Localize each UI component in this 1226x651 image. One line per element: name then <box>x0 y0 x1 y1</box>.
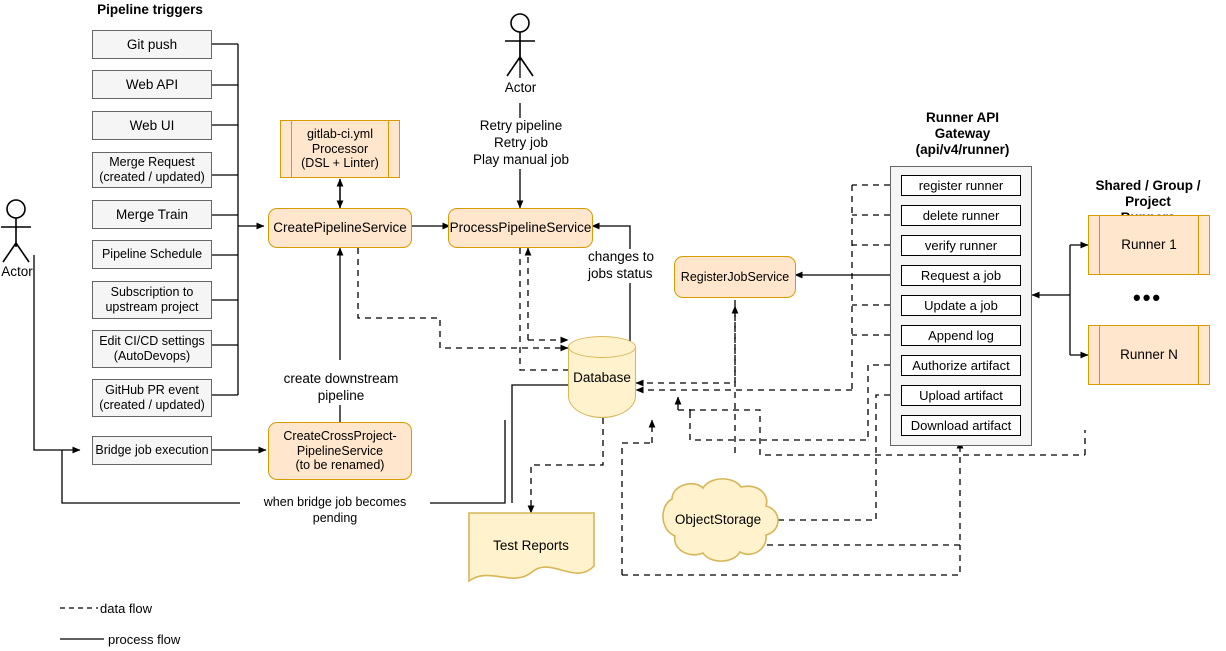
api-delete-runner[interactable]: delete runner <box>901 205 1021 226</box>
gitlab-ci-yml-processor[interactable]: gitlab-ci.yml Processor (DSL + Linter) <box>280 120 400 178</box>
process-pipeline-service[interactable]: ProcessPipelineService <box>448 208 593 248</box>
runners-ellipsis: ••• <box>1133 285 1163 310</box>
test-reports-label: Test Reports <box>493 538 569 553</box>
runner-1[interactable]: Runner 1 <box>1088 215 1210 275</box>
api-label: Authorize artifact <box>912 358 1010 373</box>
gateway-title: Runner API Gateway (api/v4/runner) <box>915 110 1010 158</box>
trigger-label: Edit CI/CD settings (AutoDevops) <box>99 334 205 363</box>
service-label: ProcessPipelineService <box>449 220 592 236</box>
trigger-merge-train[interactable]: Merge Train <box>92 200 212 229</box>
wire-registerjob-to-db <box>635 300 736 387</box>
create-cross-project-pipeline-service[interactable]: CreateCrossProject- PipelineService (to … <box>268 422 412 480</box>
object-storage-label: ObjectStorage <box>674 512 762 527</box>
api-label: Upload artifact <box>919 388 1003 403</box>
database-label: Database <box>573 369 631 385</box>
database-cylinder[interactable]: Database <box>568 336 636 418</box>
service-label: gitlab-ci.yml Processor (DSL + Linter) <box>301 126 379 171</box>
trigger-subscription-upstream[interactable]: Subscription to upstream project <box>92 281 212 319</box>
edge-label-when-bridge-job-pending: when bridge job becomes pending <box>240 495 430 527</box>
trigger-label: Web UI <box>129 117 175 133</box>
trigger-merge-request[interactable]: Merge Request (created / updated) <box>92 152 212 188</box>
api-label: register runner <box>918 178 1004 193</box>
wire-gateway-to-objectstorage <box>763 394 890 524</box>
runner-label: Runner 1 <box>1121 237 1177 253</box>
api-download-artifact[interactable]: Download artifact <box>901 415 1021 436</box>
trigger-github-pr-event[interactable]: GitHub PR event (created / updated) <box>92 379 212 417</box>
api-label: Request a job <box>920 268 1002 283</box>
edge-label-create-downstream-pipeline: create downstream pipeline <box>275 371 407 405</box>
trigger-web-ui[interactable]: Web UI <box>92 111 212 140</box>
trigger-label: Bridge job execution <box>95 443 209 458</box>
trigger-bridge-job-execution[interactable]: Bridge job execution <box>92 436 212 465</box>
trigger-label: Git push <box>126 36 178 52</box>
api-authorize-artifact[interactable]: Authorize artifact <box>901 355 1021 376</box>
actor-top-label: Actor <box>504 80 537 95</box>
actor-left-icon <box>1 199 31 263</box>
api-register-runner[interactable]: register runner <box>901 175 1021 196</box>
trigger-label: Web API <box>125 76 179 92</box>
service-label: RegisterJobService <box>680 269 790 284</box>
api-append-log[interactable]: Append log <box>901 325 1021 346</box>
api-upload-artifact[interactable]: Upload artifact <box>901 385 1021 406</box>
wire-db-to-testreports <box>527 418 604 514</box>
runner-label: Runner N <box>1120 347 1178 363</box>
actor-left-label: Actor <box>1 264 33 279</box>
create-pipeline-service[interactable]: CreatePipelineService <box>268 208 412 248</box>
api-update-a-job[interactable]: Update a job <box>901 295 1021 316</box>
database-top <box>568 336 636 358</box>
trigger-label: GitHub PR event (created / updated) <box>99 383 205 412</box>
trigger-pipeline-schedule[interactable]: Pipeline Schedule <box>92 240 212 269</box>
wire-createpipeline-to-db <box>357 248 569 352</box>
api-verify-runner[interactable]: verify runner <box>901 235 1021 256</box>
wire-actor-to-bridge <box>33 255 81 454</box>
runner-n[interactable]: Runner N <box>1088 325 1210 385</box>
database-body <box>568 347 636 418</box>
api-label: Update a job <box>924 298 998 313</box>
edge-label-retry: Retry pipeline Retry job Play manual job <box>460 118 582 169</box>
register-job-service[interactable]: RegisterJobService <box>674 256 796 298</box>
trigger-edit-cicd-settings[interactable]: Edit CI/CD settings (AutoDevops) <box>92 330 212 368</box>
api-label: Append log <box>928 328 994 343</box>
trigger-label: Subscription to upstream project <box>105 285 199 314</box>
api-label: delete runner <box>922 208 1000 223</box>
service-label: CreateCrossProject- PipelineService (to … <box>283 428 397 473</box>
wire-objectstorage-to-download-artifact <box>745 440 964 546</box>
legend-process-flow-label: process flow <box>108 632 181 647</box>
legend-data-flow-label: data flow <box>100 601 153 616</box>
trigger-label: Pipeline Schedule <box>101 247 203 262</box>
pipeline-triggers-heading: Pipeline triggers <box>97 2 203 17</box>
wire-db-to-bridge-loop <box>511 384 568 503</box>
api-label: verify runner <box>924 238 998 253</box>
service-label: CreatePipelineService <box>273 220 407 236</box>
actor-top-icon <box>505 13 535 77</box>
trigger-web-api[interactable]: Web API <box>92 70 212 99</box>
api-label: Download artifact <box>910 418 1012 433</box>
trigger-label: Merge Request (created / updated) <box>99 155 205 184</box>
api-request-a-job[interactable]: Request a job <box>901 265 1021 286</box>
trigger-label: Merge Train <box>115 206 189 222</box>
edge-label-changes-to-jobs-status: changes to jobs status <box>588 249 666 283</box>
trigger-git-push[interactable]: Git push <box>92 30 212 59</box>
